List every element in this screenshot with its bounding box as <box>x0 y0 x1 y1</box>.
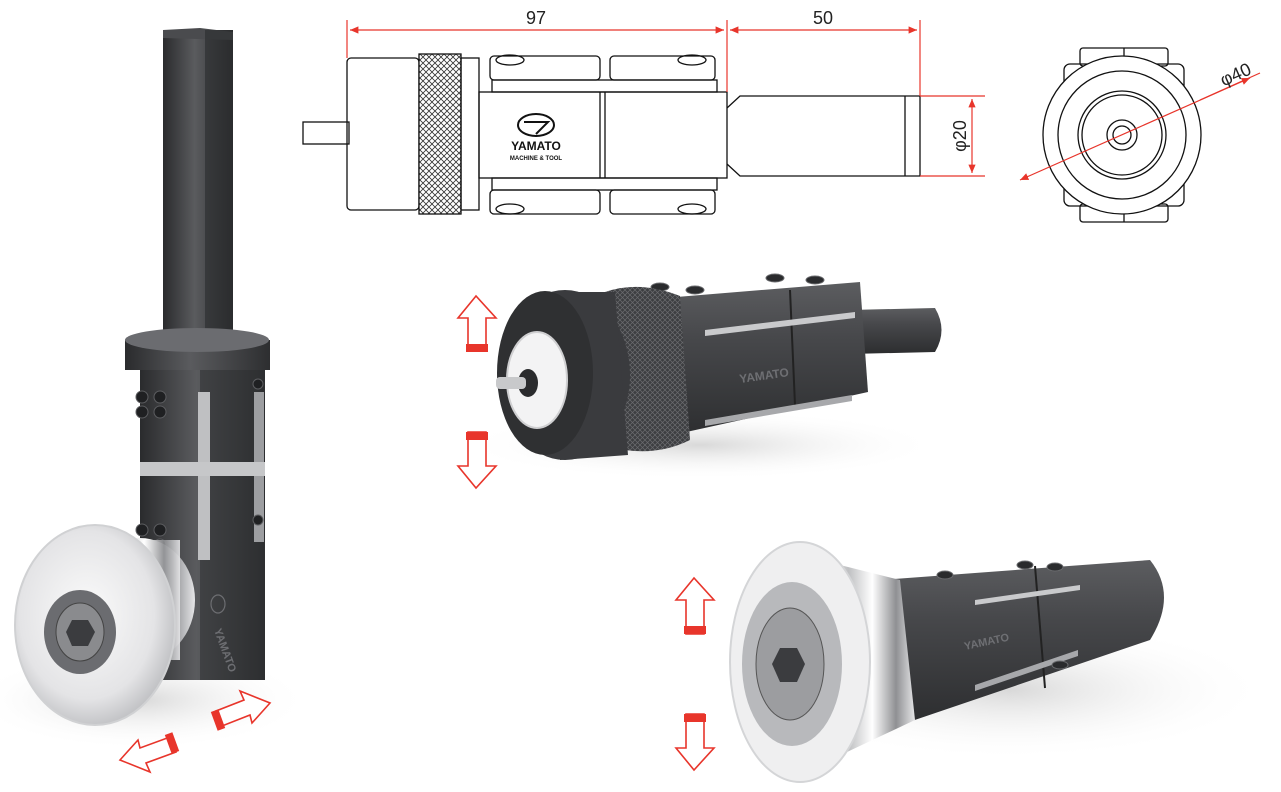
drawing-brand-subtitle: MACHINE & TOOL <box>510 156 563 162</box>
drawing-logo: YAMATO MACHINE & TOOL <box>510 113 563 162</box>
tool-body-angled <box>880 560 1164 725</box>
dim-length-label: 97 <box>526 8 546 28</box>
horizontal-tool-render: YAMATO <box>460 273 942 480</box>
hex-socket-icon-2 <box>772 648 805 682</box>
vertical-tool-render: YAMATO <box>0 28 310 750</box>
middle-brand-label: YAMATO <box>738 365 789 386</box>
arrow-up-icon-2 <box>674 576 716 635</box>
arrow-right-icon <box>210 689 272 731</box>
motion-arrows <box>118 294 716 774</box>
arrow-left-icon <box>118 732 180 774</box>
dimension-lines <box>346 20 985 177</box>
arrow-up-icon <box>456 294 498 352</box>
arrow-down-icon-2 <box>674 713 716 772</box>
angled-tool-render: YAMATO <box>729 541 1270 783</box>
dim-shank-length-label: 50 <box>813 8 833 28</box>
arrow-down-icon <box>456 431 498 490</box>
side-view-drawing <box>302 53 921 215</box>
dim-outer-diameter-label: φ40 <box>1217 59 1254 90</box>
drawing-brand: YAMATO <box>511 139 561 153</box>
front-dimension <box>1019 72 1261 181</box>
dim-shank-diameter-label: φ20 <box>950 120 970 152</box>
round-shank <box>850 308 942 354</box>
hex-socket-icon <box>66 620 95 646</box>
